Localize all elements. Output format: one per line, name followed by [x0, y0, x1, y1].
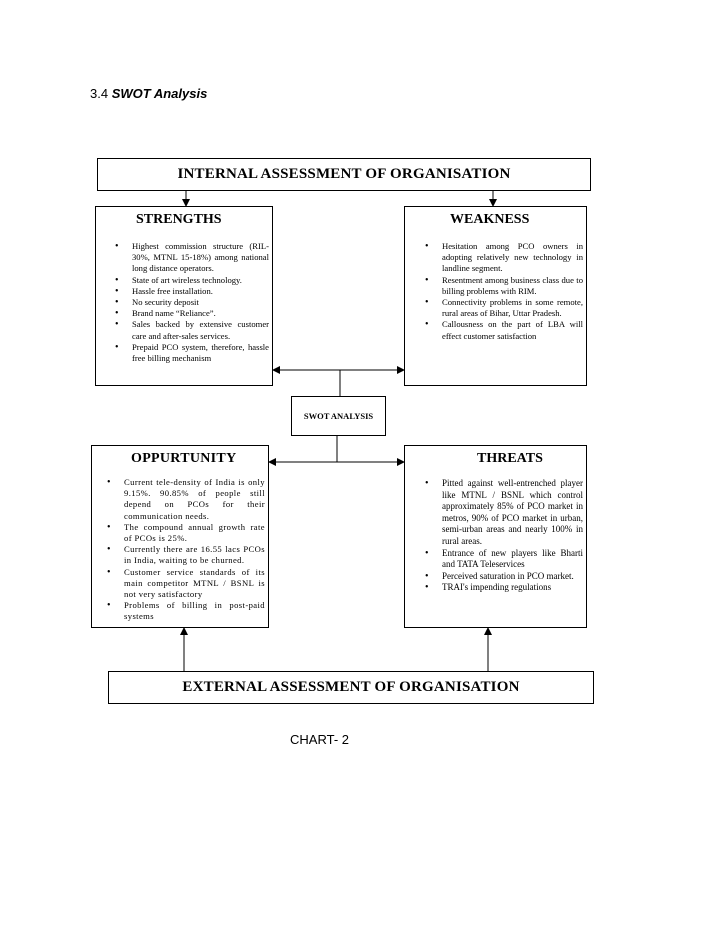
- external-assessment-banner: EXTERNAL ASSESSMENT OF ORGANISATION: [108, 671, 594, 704]
- list-item: Callousness on the part of LBA will effe…: [425, 319, 583, 341]
- list-item: TRAI's impending regulations: [425, 582, 583, 594]
- list-item: The compound annual growth rate of PCOs …: [107, 522, 265, 544]
- chart-caption: CHART- 2: [290, 732, 349, 747]
- strengths-list: Highest commission structure (RIL-30%, M…: [115, 241, 269, 364]
- list-item: Prepaid PCO system, therefore, hassle fr…: [115, 342, 269, 364]
- list-item: Highest commission structure (RIL-30%, M…: [115, 241, 269, 275]
- weakness-list: Hesitation among PCO owners in adopting …: [425, 241, 583, 342]
- section-heading: 3.4 SWOT Analysis: [90, 86, 207, 101]
- strengths-title: STRENGTHS: [136, 212, 222, 227]
- section-number: 3.4: [90, 86, 109, 101]
- strengths-box: STRENGTHS Highest commission structure (…: [95, 206, 273, 386]
- list-item: Connectivity problems in some remote, ru…: [425, 297, 583, 319]
- threats-title: THREATS: [477, 451, 543, 466]
- weakness-box: WEAKNESS Hesitation among PCO owners in …: [404, 206, 587, 386]
- list-item: Current tele-density of India is only 9.…: [107, 477, 265, 522]
- list-item: Sales backed by extensive customer care …: [115, 319, 269, 341]
- opportunity-title: OPPURTUNITY: [131, 451, 237, 466]
- opportunity-list: Current tele-density of India is only 9.…: [107, 477, 265, 623]
- list-item: State of art wireless technology.: [115, 275, 269, 286]
- list-item: Brand name “Reliance”.: [115, 308, 269, 319]
- list-item: Customer service standards of its main c…: [107, 567, 265, 601]
- threats-box: THREATS Pitted against well-entrenched p…: [404, 445, 587, 628]
- list-item: Entrance of new players like Bharti and …: [425, 548, 583, 571]
- list-item: Pitted against well-entrenched player li…: [425, 478, 583, 548]
- internal-assessment-banner: INTERNAL ASSESSMENT OF ORGANISATION: [97, 158, 591, 191]
- list-item: Hesitation among PCO owners in adopting …: [425, 241, 583, 275]
- list-item: Problems of billing in post-paid systems: [107, 600, 265, 622]
- list-item: Currently there are 16.55 lacs PCOs in I…: [107, 544, 265, 566]
- section-title: SWOT Analysis: [111, 86, 208, 101]
- swot-analysis-box: SWOT ANALYSIS: [291, 396, 386, 436]
- opportunity-box: OPPURTUNITY Current tele-density of Indi…: [91, 445, 269, 628]
- weakness-title: WEAKNESS: [450, 212, 530, 227]
- list-item: No security deposit: [115, 297, 269, 308]
- list-item: Hassle free installation.: [115, 286, 269, 297]
- list-item: Resentment among business class due to b…: [425, 275, 583, 297]
- threats-list: Pitted against well-entrenched player li…: [425, 478, 583, 594]
- list-item: Perceived saturation in PCO market.: [425, 571, 583, 583]
